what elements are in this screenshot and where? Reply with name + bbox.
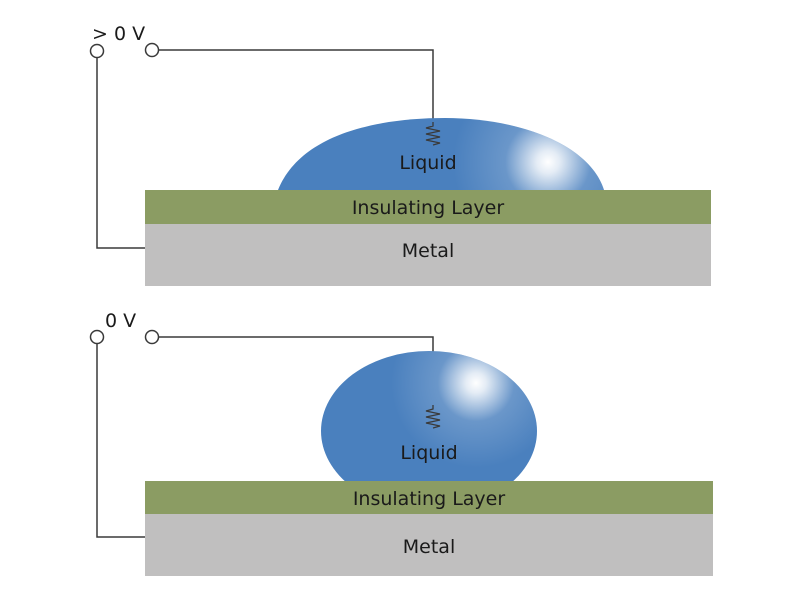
terminal-left-icon — [89, 43, 105, 59]
wire-left — [96, 343, 145, 538]
terminal-right-icon — [144, 329, 160, 345]
metal-label: Metal — [402, 240, 454, 262]
insulating-layer — [145, 481, 713, 514]
wire-left — [96, 57, 145, 249]
metal-layer — [145, 514, 713, 576]
terminal-left-icon — [89, 329, 105, 345]
terminal-right-icon — [144, 42, 160, 58]
voltage-label: > 0 V — [92, 23, 145, 45]
insulating-layer — [145, 190, 711, 224]
liquid-label: Liquid — [400, 442, 457, 464]
wire-right — [158, 49, 434, 122]
insulating-layer-label: Insulating Layer — [352, 197, 505, 219]
metal-label: Metal — [403, 536, 455, 558]
electrode-icon — [425, 122, 441, 146]
metal-layer — [145, 224, 711, 286]
electrode-icon — [425, 405, 441, 429]
panel-top: > 0 V Metal Insulating Layer Liquid — [89, 23, 711, 286]
liquid-label: Liquid — [399, 152, 456, 174]
insulating-layer-label: Insulating Layer — [353, 488, 506, 510]
voltage-label: 0 V — [105, 310, 136, 332]
panel-bottom: 0 V Metal Liquid Insulating Layer — [89, 310, 713, 576]
